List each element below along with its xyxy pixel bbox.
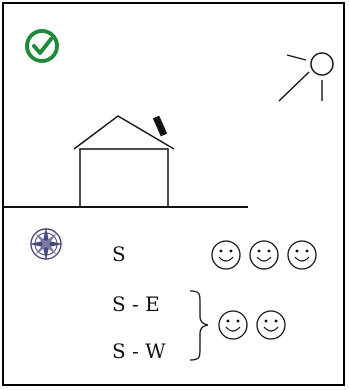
top-panel-drawing [4,4,347,388]
smiley-ratings [212,241,316,339]
smiley-face-icon [212,241,240,269]
smiley-face-icon [288,241,316,269]
compass-rose-icon [29,227,63,261]
orientation-label-south-east: S - E [112,294,160,314]
house-drawing [74,116,174,207]
checkmark-circle-icon [27,31,57,61]
grouping-brace [190,291,208,360]
sun-icon [279,53,333,101]
orientation-label-south-west: S - W [112,341,166,361]
solar-panel [156,117,164,135]
smiley-face-icon [257,311,285,339]
smiley-face-icon [219,311,247,339]
smiley-face-icon [250,241,278,269]
diagram-frame: S S - E S - W [2,2,345,386]
orientation-label-south: S [112,244,126,264]
panel-divider [4,206,248,208]
